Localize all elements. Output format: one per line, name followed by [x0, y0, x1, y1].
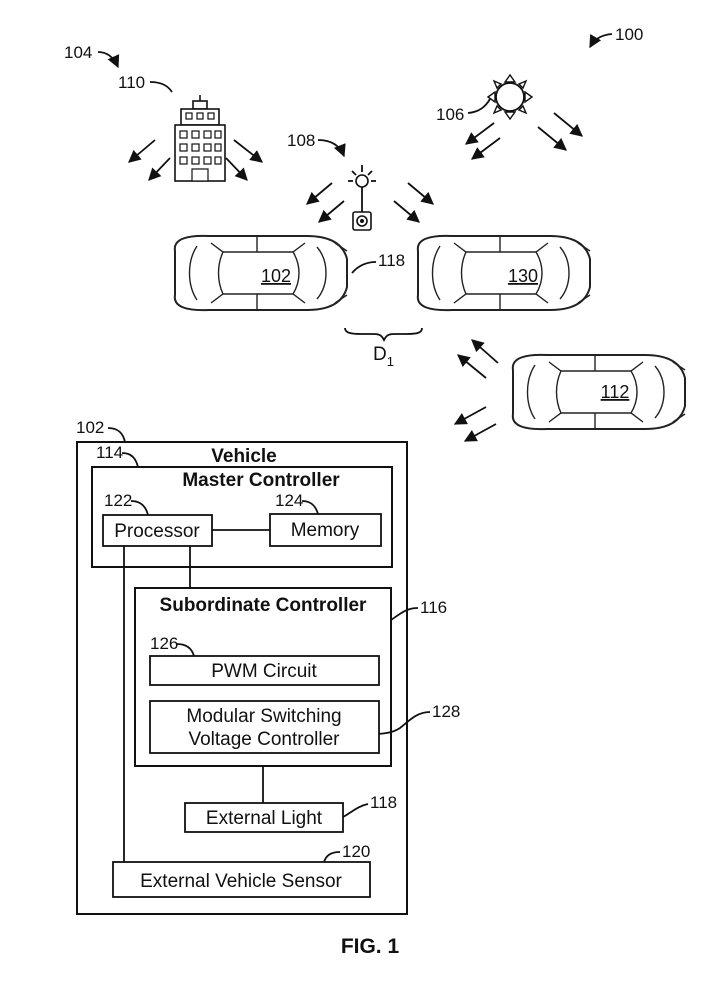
vehicle-block: [76, 441, 408, 915]
memory-block: [269, 513, 382, 547]
ref-118-leader: [351, 261, 377, 274]
sun-light-arrows: [464, 112, 583, 160]
processor-leader: [130, 500, 149, 516]
external-sensor-label: External Vehicle Sensor: [140, 871, 342, 892]
streetlight-icon: [348, 165, 376, 231]
building-light-arrows: [128, 139, 263, 181]
msvc-ref: 128: [432, 702, 460, 721]
external-light-block: [184, 802, 344, 833]
vehicle-102-label: 102: [261, 266, 291, 286]
external-light-ref: 118: [370, 793, 397, 812]
block-vehicle-ref: 102: [76, 418, 104, 437]
vehicle-112-light-arrows: [453, 339, 499, 442]
ref-106-label: 106: [436, 105, 464, 124]
streetlight-light-arrows: [306, 182, 434, 223]
subordinate-controller-title: Subordinate Controller: [160, 595, 368, 616]
processor-ref: 122: [104, 491, 132, 510]
msvc-label-line1: Modular Switching: [186, 706, 341, 727]
vehicle-112-label: 112: [601, 382, 630, 402]
msvc-block: [149, 700, 380, 754]
ref-106-leader: [467, 98, 491, 114]
distance-brace: [344, 327, 423, 343]
block-vehicle-leader: [107, 427, 126, 443]
external-sensor-ref: 120: [342, 842, 370, 861]
building-icon: [174, 95, 226, 182]
distance-label: D1: [373, 344, 394, 369]
external-sensor-leader: [323, 851, 341, 863]
external-sensor-block: [112, 861, 371, 898]
memory-label: Memory: [291, 520, 360, 541]
ref-108-label: 108: [287, 131, 315, 150]
ref-118-label: 118: [378, 251, 405, 270]
sun-icon: [486, 73, 534, 121]
master-controller-block: [91, 466, 393, 568]
pwm-circuit-label: PWM Circuit: [211, 661, 317, 682]
ref-104-label: 104: [64, 43, 92, 62]
memory-leader: [301, 500, 319, 515]
ref-100-leader: [589, 33, 613, 49]
master-controller-title: Master Controller: [182, 470, 340, 491]
ref-100-label: 100: [615, 25, 643, 44]
ref-108-leader: [317, 139, 346, 158]
master-ref: 114: [96, 443, 123, 462]
vehicle-130-icon: [416, 234, 591, 312]
external-light-leader: [342, 803, 369, 818]
pwm-ref: 126: [150, 634, 178, 653]
subordinate-ref: 116: [420, 598, 447, 617]
figure-label: FIG. 1: [341, 935, 400, 958]
msvc-label-line2: Voltage Controller: [188, 729, 340, 750]
vehicle-130-label: 130: [508, 266, 538, 286]
memory-ref: 124: [275, 491, 303, 510]
vehicle-112-icon: [511, 353, 686, 431]
ref-104-leader: [97, 51, 120, 69]
master-leader: [121, 452, 139, 468]
msvc-leader: [378, 711, 431, 735]
pwm-circuit-block: [149, 655, 380, 686]
processor-block: [102, 514, 213, 547]
processor-label: Processor: [114, 521, 200, 542]
external-light-label: External Light: [206, 808, 323, 829]
pwm-leader: [176, 643, 195, 657]
subordinate-leader: [390, 607, 419, 621]
vehicle-block-title: Vehicle: [211, 446, 277, 467]
ref-110-leader: [149, 81, 173, 93]
ref-110-label: 110: [118, 73, 145, 92]
